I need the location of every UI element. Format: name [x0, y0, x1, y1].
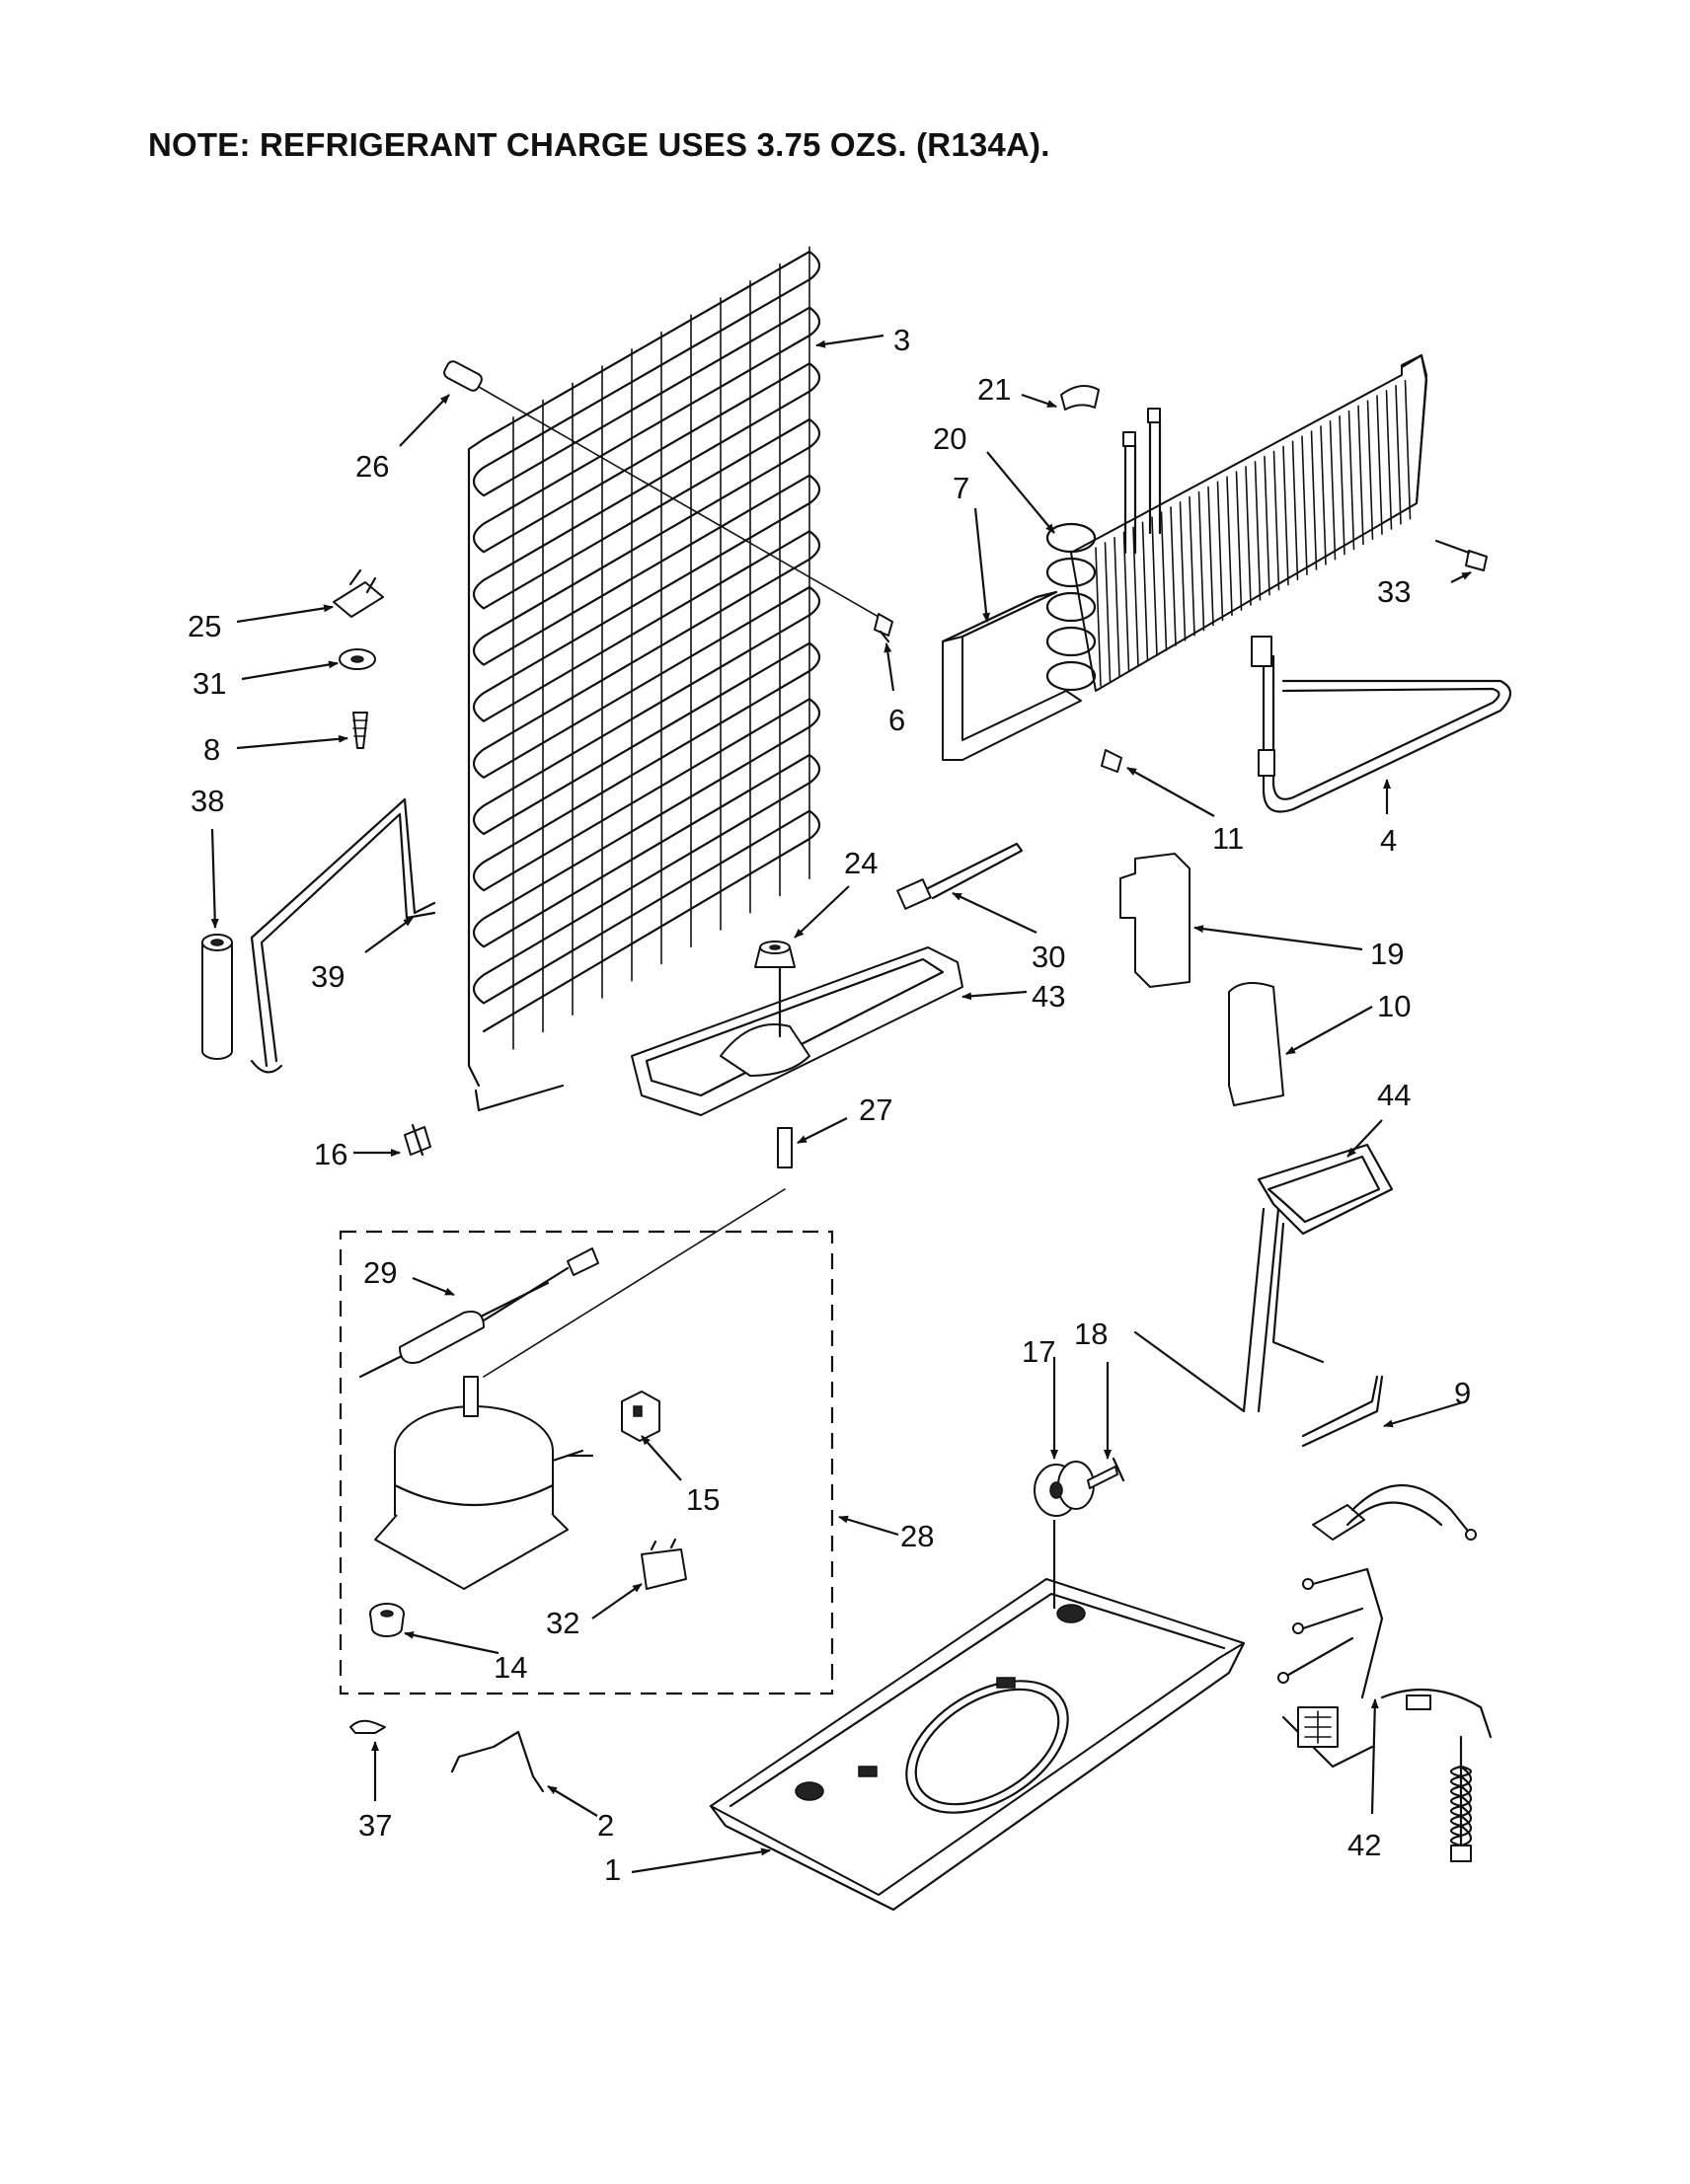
part-25-bracket	[333, 568, 384, 618]
part-32-overload	[641, 1538, 687, 1590]
callout-3: 3	[893, 323, 910, 357]
part-10-foam	[1228, 982, 1284, 1106]
evaporator	[1045, 353, 1428, 692]
compressor	[374, 1376, 594, 1590]
callout-43: 43	[1032, 979, 1065, 1014]
part-18-bolt	[1087, 1457, 1125, 1489]
part-7-bracket	[941, 590, 1082, 761]
part-14-grommet	[369, 1603, 405, 1637]
condenser-coil	[467, 246, 821, 1112]
callout-25: 25	[188, 609, 221, 643]
callout-27: 27	[859, 1092, 892, 1127]
callout-29: 29	[363, 1255, 397, 1290]
callout-32: 32	[546, 1606, 579, 1640]
part-24-nut	[754, 941, 796, 968]
part-39-tube	[250, 797, 436, 1074]
callout-11: 11	[1212, 821, 1244, 856]
callout-37: 37	[358, 1808, 392, 1843]
callout-26: 26	[355, 449, 389, 484]
callout-44: 44	[1377, 1078, 1411, 1112]
callout-38: 38	[191, 784, 224, 818]
callout-31: 31	[192, 666, 226, 701]
callout-8: 8	[203, 732, 220, 767]
leader-lines	[210, 334, 1472, 1874]
callout-labels: 3 21 20 7 26 6 33 11 4 25 31 8 38 39 16 …	[188, 323, 1471, 1887]
part-30-tie-strap	[896, 842, 1024, 910]
callout-17: 17	[1022, 1334, 1055, 1369]
callout-28: 28	[900, 1519, 934, 1553]
callout-9: 9	[1454, 1376, 1471, 1410]
part-6-screw	[874, 613, 893, 643]
callout-2: 2	[597, 1808, 614, 1843]
part-31-washer	[339, 648, 376, 670]
part-44-tube	[1133, 1143, 1394, 1413]
callout-15: 15	[686, 1482, 720, 1517]
part-42-wire-harness	[1277, 1483, 1493, 1862]
part-2-wire	[450, 1730, 545, 1793]
callout-39: 39	[311, 959, 345, 994]
part-4-heater	[1251, 636, 1512, 813]
callout-20: 20	[933, 421, 966, 456]
part-38-tube	[201, 934, 233, 1060]
callout-1: 1	[604, 1852, 621, 1887]
callout-33: 33	[1377, 574, 1411, 609]
part-37-clip	[349, 1719, 386, 1734]
callout-18: 18	[1074, 1317, 1108, 1351]
callout-14: 14	[494, 1650, 527, 1685]
part-26-bolt	[443, 360, 880, 618]
part-8-screw	[352, 712, 368, 749]
callout-4: 4	[1380, 823, 1397, 858]
part-1-base-pan	[709, 1578, 1246, 1912]
part-9-tube	[1301, 1375, 1384, 1448]
part-29-drier	[358, 1247, 599, 1379]
part-28-compressor-group	[339, 1230, 834, 1695]
part-43-drain-pan	[631, 946, 963, 1116]
callout-10: 10	[1377, 989, 1411, 1023]
part-11-screw	[1101, 749, 1122, 773]
part-16-clip	[404, 1123, 431, 1157]
part-33-screw	[1434, 539, 1488, 571]
callout-7: 7	[953, 471, 969, 505]
part-21-clip	[1060, 385, 1100, 411]
part-17-grommet	[1034, 1461, 1095, 1517]
refrigerant-note: NOTE: REFRIGERANT CHARGE USES 3.75 OZS. …	[148, 126, 1050, 163]
callout-16: 16	[314, 1137, 347, 1171]
part-27-tube	[777, 1127, 793, 1168]
callout-19: 19	[1370, 937, 1404, 971]
part-19-foam	[1119, 853, 1191, 988]
callout-6: 6	[888, 703, 905, 737]
callout-30: 30	[1032, 940, 1065, 974]
part-15-relay	[621, 1391, 660, 1442]
callout-21: 21	[977, 372, 1011, 407]
callout-24: 24	[844, 846, 878, 880]
callout-42: 42	[1347, 1828, 1381, 1862]
